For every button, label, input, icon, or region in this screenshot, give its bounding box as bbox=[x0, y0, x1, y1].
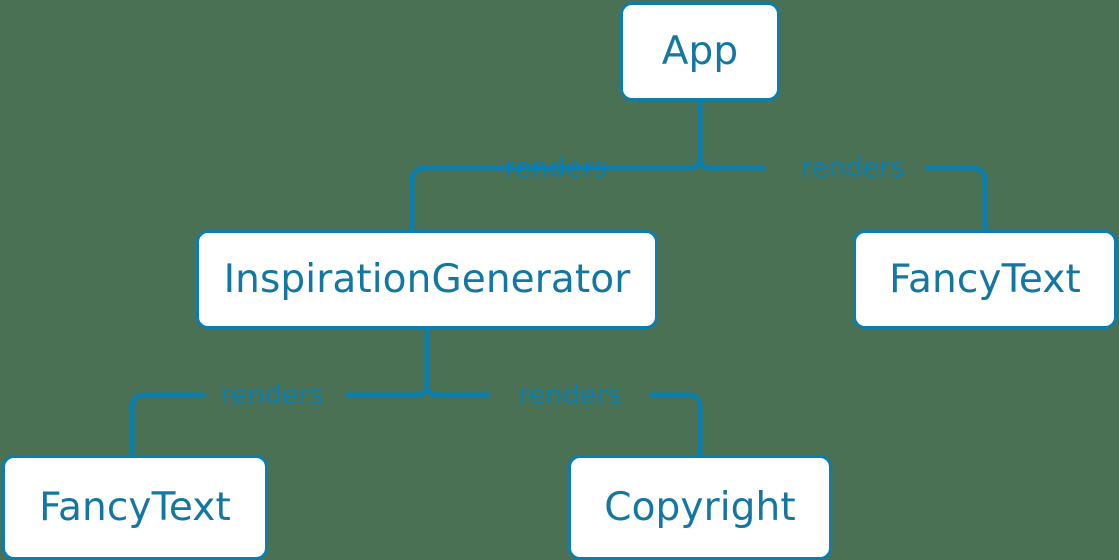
edge-label-app-fancytext: renders bbox=[801, 152, 905, 184]
edge-label-app-inspirationgenerator: renders bbox=[504, 152, 608, 184]
node-fancytext-bottom-label: FancyText bbox=[39, 485, 231, 530]
node-fancytext-bottom[interactable]: FancyText bbox=[2, 455, 268, 560]
edge-inspgen-to-fancytext-tail bbox=[129, 392, 205, 455]
node-inspirationgenerator-label: InspirationGenerator bbox=[223, 257, 631, 302]
node-copyright-label: Copyright bbox=[604, 485, 796, 530]
edge-inspgen-to-fancytext bbox=[345, 384, 430, 398]
edge-inspgen-to-copyright bbox=[424, 384, 490, 398]
node-copyright[interactable]: Copyright bbox=[568, 455, 832, 560]
node-inspirationgenerator[interactable]: InspirationGenerator bbox=[196, 230, 658, 329]
node-fancytext-right-label: FancyText bbox=[889, 257, 1081, 302]
edge-label-inspirationgenerator-copyright: renders bbox=[518, 379, 622, 411]
edge-label-inspirationgenerator-fancytext: renders bbox=[220, 379, 324, 411]
node-fancytext-right[interactable]: FancyText bbox=[853, 230, 1117, 329]
node-app[interactable]: App bbox=[620, 2, 780, 101]
node-app-label: App bbox=[661, 29, 739, 74]
edge-app-to-fancytext bbox=[697, 157, 765, 171]
edge-inspgen-to-copyright-tail bbox=[650, 392, 703, 455]
edge-app-to-fancytext-tail bbox=[925, 165, 988, 230]
